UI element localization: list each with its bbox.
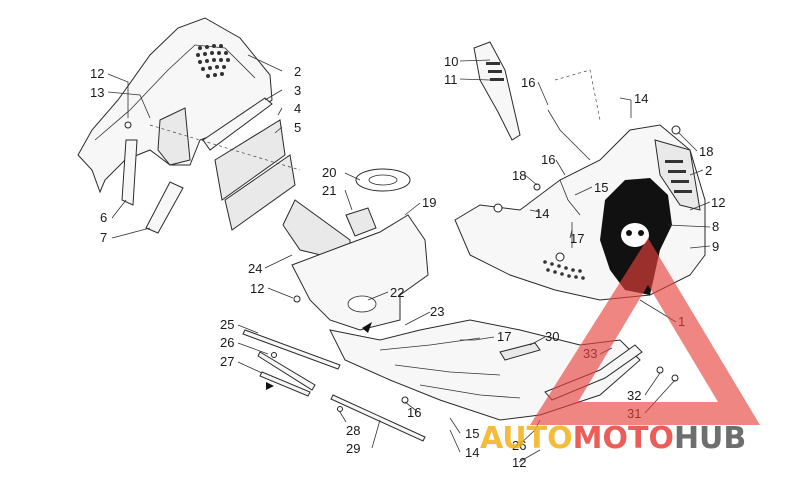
callout-2-right: 2 xyxy=(705,163,712,178)
callout-26-left: 26 xyxy=(220,335,234,350)
callout-32: 32 xyxy=(627,388,641,403)
part-hood-plug xyxy=(493,203,503,213)
part-18-fastener-left xyxy=(533,183,541,191)
part-20-ring-inner xyxy=(368,174,398,186)
left-panel-recess xyxy=(157,107,191,166)
callout-7: 7 xyxy=(100,230,107,245)
part-hood-plug-2 xyxy=(555,252,565,262)
callout-5: 5 xyxy=(294,120,301,135)
right-nose-group xyxy=(454,41,706,301)
callout-21: 21 xyxy=(322,183,336,198)
callout-25: 25 xyxy=(220,317,234,332)
callout-18-right: 18 xyxy=(699,144,713,159)
center-left-group xyxy=(282,168,429,333)
callout-11: 11 xyxy=(444,72,458,87)
watermark-hub: HUB xyxy=(674,421,746,456)
part-27-strip xyxy=(259,371,311,397)
callout-26-bottom: 26 xyxy=(512,438,526,453)
callout-12-center: 12 xyxy=(250,281,264,296)
part-12-fastener-left xyxy=(124,121,132,129)
callout-16-bottom: 16 xyxy=(407,405,421,420)
skull-eye-left xyxy=(626,230,632,236)
callout-23: 23 xyxy=(430,304,444,319)
callout-2-left: 2 xyxy=(294,64,301,79)
part-28-fastener xyxy=(337,406,343,412)
skull-face xyxy=(621,223,649,247)
callout-22: 22 xyxy=(390,285,404,300)
skull-eye-right xyxy=(638,230,644,236)
part-26-strip xyxy=(257,351,316,391)
hood-vent-slots xyxy=(665,160,692,193)
part-30-plate xyxy=(499,342,541,361)
left-panel-inner-edge xyxy=(94,44,256,141)
watermark-triangle xyxy=(530,238,760,425)
part-29-long-strip xyxy=(330,394,426,442)
bottom-strips-group xyxy=(242,329,426,442)
callout-14-bottom: 14 xyxy=(465,445,479,460)
part-16-rod xyxy=(547,109,591,161)
callout-12-topleft: 12 xyxy=(90,66,104,81)
part-5-foam-pad xyxy=(224,154,296,231)
part-arrow-marker xyxy=(362,322,372,333)
callout-16-mid: 16 xyxy=(541,152,555,167)
callout-9: 9 xyxy=(712,239,719,254)
callout-14-mid: 14 xyxy=(535,206,549,221)
hood-perforation xyxy=(543,260,585,280)
part-31-fastener xyxy=(671,374,679,382)
left-assembly-dashed-line xyxy=(149,124,301,171)
callout-6: 6 xyxy=(100,210,107,225)
callout-29: 29 xyxy=(346,441,360,456)
part-26-fastener xyxy=(271,352,277,358)
watermark-auto: AUTO xyxy=(480,421,573,456)
part-25-strip xyxy=(242,329,341,370)
callout-20: 20 xyxy=(322,165,336,180)
part-7-bracket xyxy=(145,181,184,234)
left-panel-vent-holes xyxy=(196,44,230,78)
part-21-pad xyxy=(345,207,377,237)
part-27-arrow xyxy=(266,382,274,390)
callout-3: 3 xyxy=(294,83,301,98)
callout-12-bottom: 12 xyxy=(512,455,526,470)
callout-18-left: 18 xyxy=(512,168,526,183)
callout-15-mid: 15 xyxy=(594,180,608,195)
watermark: AUTOMOTOHUB xyxy=(480,238,760,456)
part-10-side-panel xyxy=(473,41,521,141)
watermark-moto: MOTO xyxy=(573,421,674,456)
part-19-center-belly-pan xyxy=(291,214,429,331)
callout-16-top: 16 xyxy=(521,75,535,90)
watermark-text: AUTOMOTOHUB xyxy=(480,421,746,456)
left-side-panel-group xyxy=(77,17,301,234)
callout-24: 24 xyxy=(248,261,262,276)
part-dash-guide xyxy=(554,69,601,121)
part-32-fastener xyxy=(656,366,664,374)
callout-17-mid: 17 xyxy=(570,231,584,246)
callout-4: 4 xyxy=(294,101,301,116)
callout-19: 19 xyxy=(422,195,436,210)
callout-27: 27 xyxy=(220,354,234,369)
callout-8: 8 xyxy=(712,219,719,234)
callout-17-bottom: 17 xyxy=(497,329,511,344)
part-3-strip xyxy=(202,97,273,151)
callout-15-bottom: 15 xyxy=(465,426,479,441)
callout-13: 13 xyxy=(90,85,104,100)
callout-10: 10 xyxy=(444,54,458,69)
part-12-fastener-center xyxy=(293,295,301,303)
callout-30: 30 xyxy=(545,329,559,344)
callout-12-right: 12 xyxy=(711,195,725,210)
part-16-rod-2 xyxy=(559,179,581,216)
part-6-side-strip xyxy=(121,139,138,206)
callout-14-top: 14 xyxy=(634,91,648,106)
part-16-clip-bottom xyxy=(401,396,409,404)
part-4-foam-pad xyxy=(214,119,286,201)
leader-lines xyxy=(107,54,711,463)
part-10-vent-marks xyxy=(486,62,504,81)
callout-28: 28 xyxy=(346,423,360,438)
